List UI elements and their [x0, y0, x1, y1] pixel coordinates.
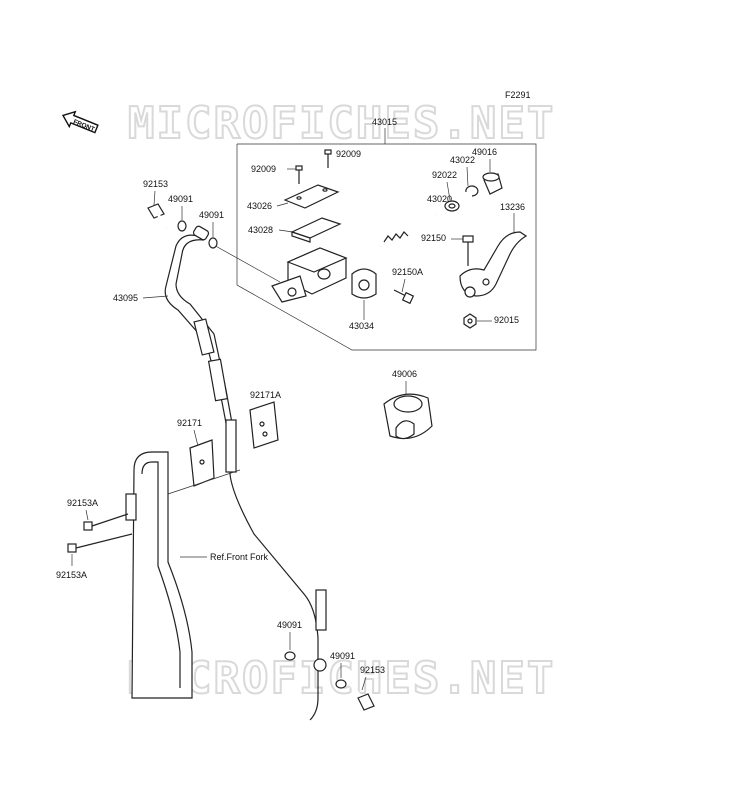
label-43034: 43034 — [349, 321, 374, 331]
leader-43028 — [278, 229, 294, 233]
clutch-lever-13236 — [459, 231, 528, 298]
watermark-top: MICROFICHES.NET — [128, 98, 555, 149]
label-43015: 43015 — [372, 117, 397, 127]
assembly-outline — [236, 143, 537, 351]
leader-43022 — [466, 166, 469, 187]
washer-49091-top-a — [177, 220, 187, 232]
bolt-92153A-upper — [83, 513, 129, 531]
front-arrow-icon: FRONT — [61, 110, 99, 134]
label-49016: 49016 — [472, 147, 497, 157]
label-92009-left: 92009 — [251, 164, 276, 174]
reservoir-cap-43026 — [283, 184, 340, 209]
master-cylinder-body — [271, 247, 348, 303]
label-92171A: 92171A — [250, 390, 281, 400]
label-43020: 43020 — [427, 194, 452, 204]
diaphragm-43028 — [290, 217, 342, 243]
label-43022: 43022 — [450, 155, 475, 165]
label-49006: 49006 — [392, 369, 417, 379]
label-92153-bottom: 92153 — [360, 665, 385, 675]
label-43026: 43026 — [247, 201, 272, 211]
bolt-92153A-lower — [67, 533, 133, 553]
label-43095: 43095 — [113, 293, 138, 303]
label-49091-bottom-a: 49091 — [277, 620, 302, 630]
figure-code: F2291 — [505, 90, 531, 100]
watermark-bottom: MICROFICHES.NET — [128, 653, 555, 704]
label-92150: 92150 — [421, 233, 446, 243]
label-43028: 43028 — [248, 225, 273, 235]
label-92015: 92015 — [494, 315, 519, 325]
label-92153-top: 92153 — [143, 179, 168, 189]
pivot-bolt-92150 — [462, 235, 474, 266]
leader-92171 — [193, 429, 199, 447]
washer-49091-top-b — [208, 237, 218, 249]
nut-92015 — [463, 313, 477, 329]
label-92153A-lower: 92153A — [56, 570, 87, 580]
label-92150A: 92150A — [392, 267, 423, 277]
banjo-bolt-92153-top — [147, 203, 168, 229]
label-92171: 92171 — [177, 418, 202, 428]
label-92022: 92022 — [432, 170, 457, 180]
label-49091-top-a: 49091 — [168, 194, 193, 204]
leader-43095 — [142, 295, 169, 299]
leader-92153A-upper — [85, 509, 89, 521]
label-fork-ref: Ref.Front Fork — [210, 552, 269, 562]
label-92009-right: 92009 — [336, 149, 361, 159]
screw-92009-left — [295, 165, 303, 184]
banjo-bolt-92153-bottom — [348, 683, 375, 711]
washer-49091-bottom-a — [284, 651, 296, 661]
clamp-43034 — [351, 268, 377, 299]
label-92153A-upper: 92153A — [67, 498, 98, 508]
leader-hose-to-body — [211, 243, 281, 283]
hose-clamp-92171A — [249, 401, 279, 449]
leader-92150A — [401, 278, 406, 293]
boot-49016 — [482, 172, 503, 195]
piston-43020 — [379, 212, 437, 248]
washer-92022 — [444, 200, 460, 212]
hose-clamp-92171 — [189, 439, 215, 487]
lever-cover-49006 — [383, 393, 433, 440]
screw-92009-right — [324, 149, 332, 168]
leader-92153-top — [153, 190, 156, 206]
label-49091-top-b: 49091 — [199, 210, 224, 220]
leader-92022 — [446, 181, 451, 201]
circlip-43022 — [465, 185, 479, 197]
bolt-92150A — [393, 289, 415, 305]
leader-43026 — [276, 202, 289, 207]
washer-49091-bottom-b — [335, 679, 347, 689]
leader-92153-bottom — [361, 676, 367, 691]
label-13236: 13236 — [500, 202, 525, 212]
label-49091-bottom-b: 49091 — [330, 651, 355, 661]
clutch-hose-43095 — [164, 225, 327, 721]
front-fork-ref — [125, 451, 193, 699]
